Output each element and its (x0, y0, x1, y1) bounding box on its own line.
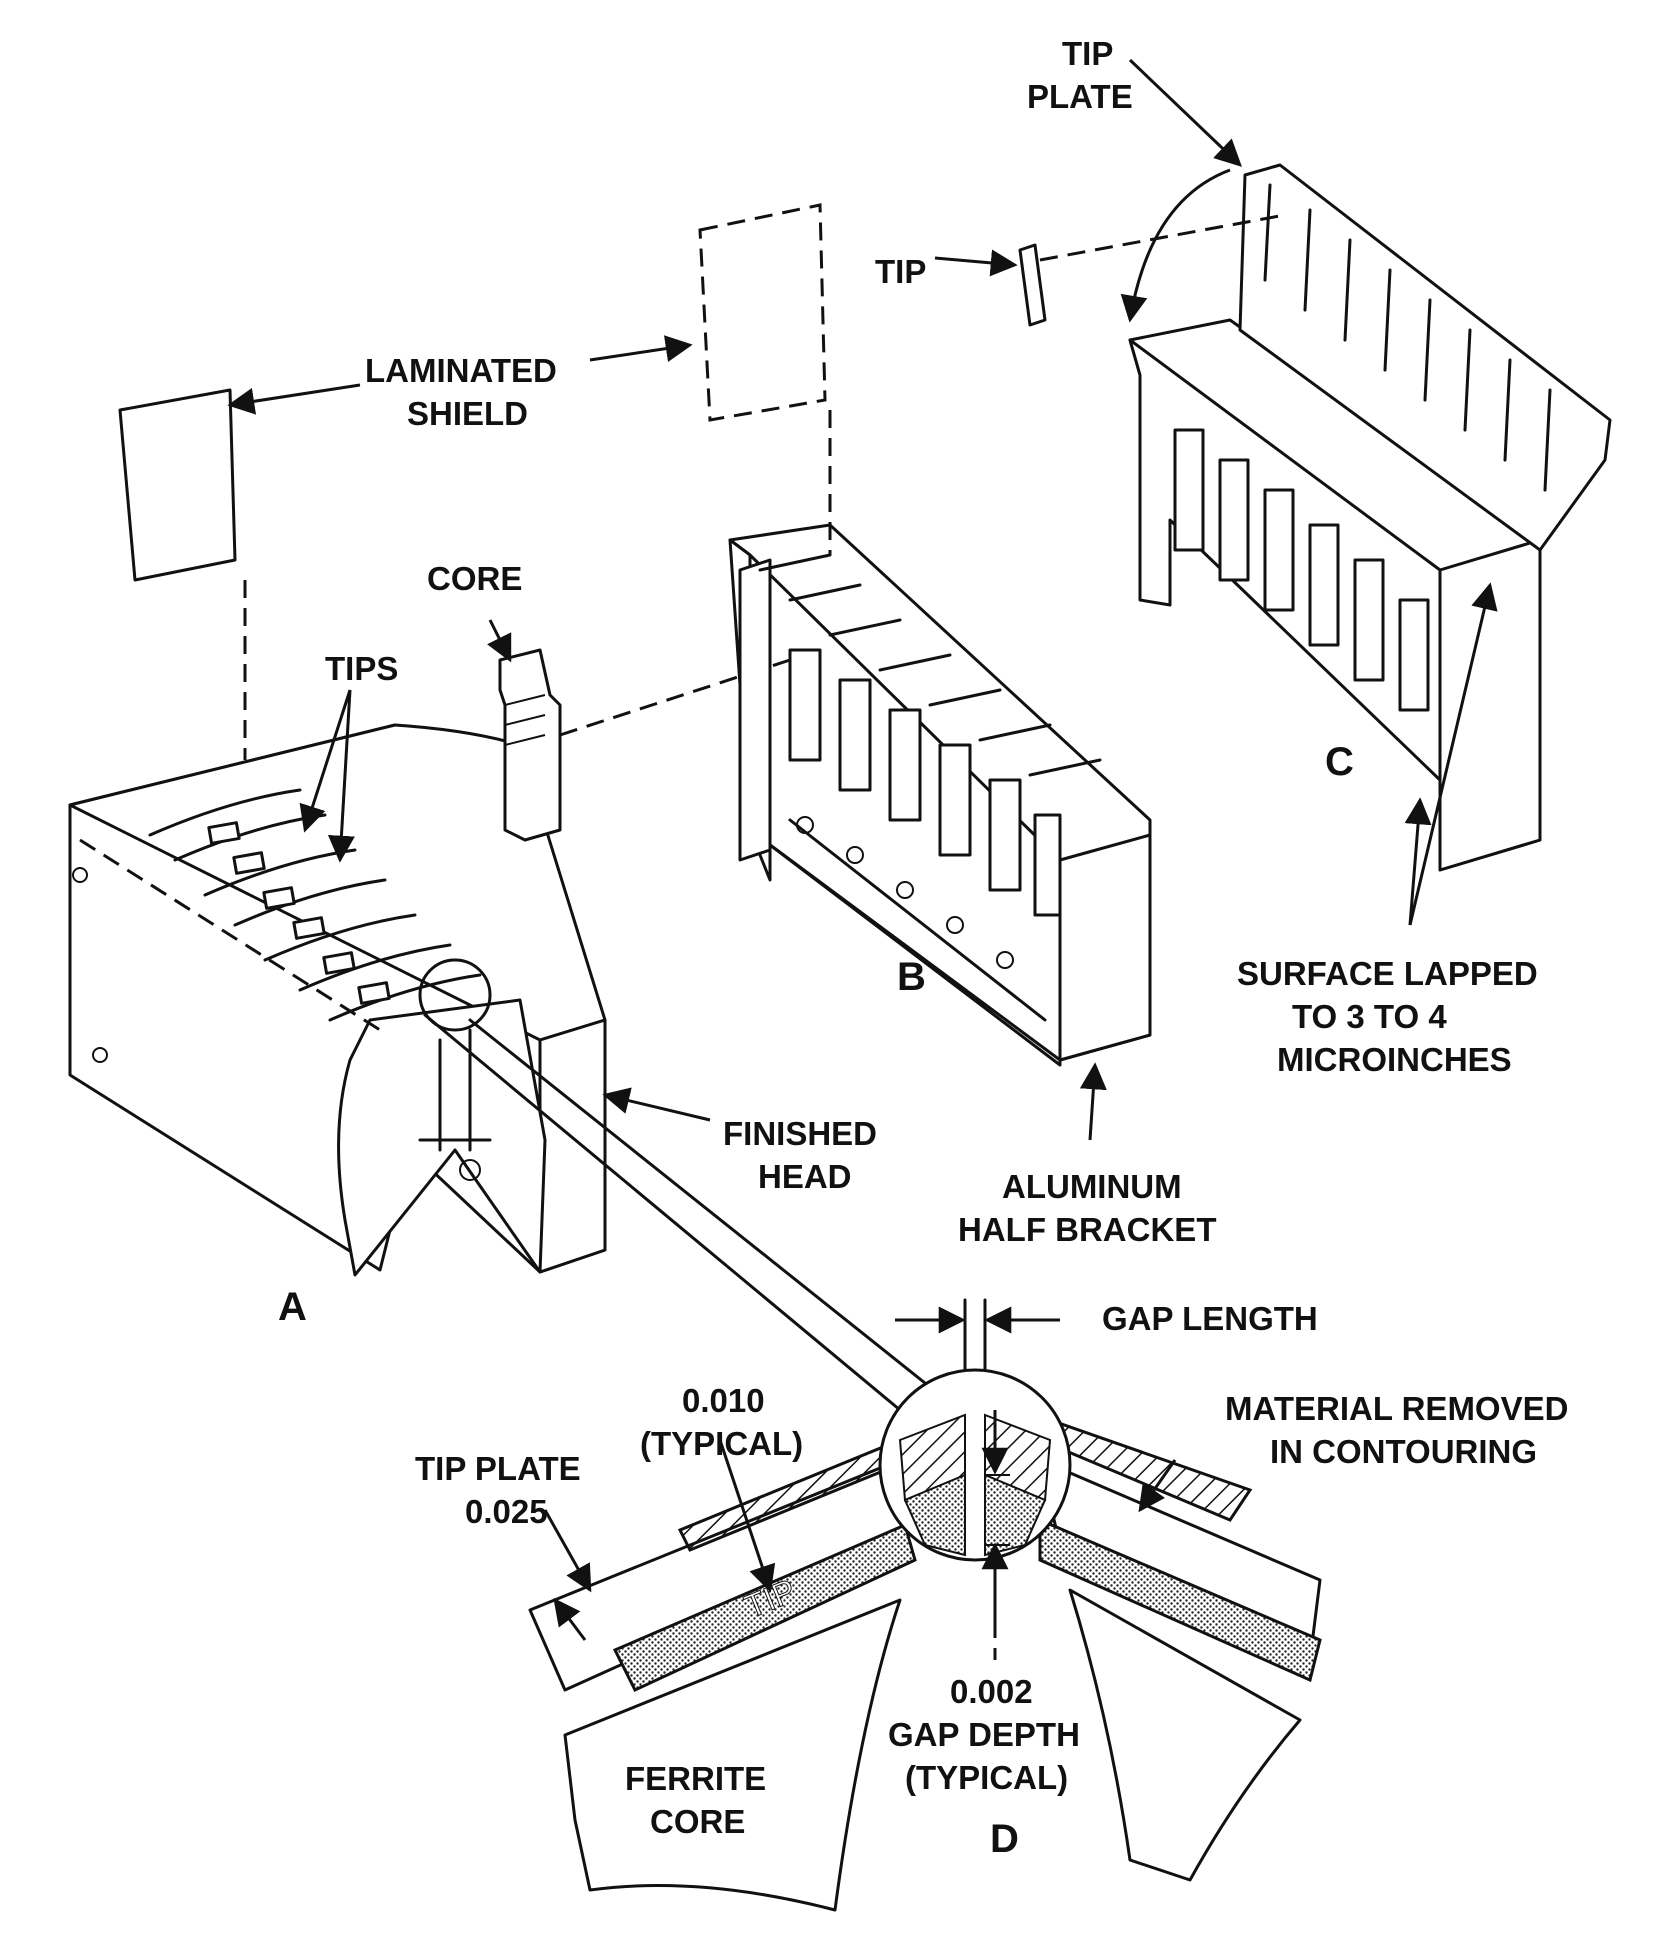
panel-d-label: D (990, 1817, 1019, 1861)
tip-label: TIP (875, 253, 926, 290)
bracket-top-slots (758, 553, 1102, 777)
material-removed-label-1: MATERIAL REMOVED (1225, 1390, 1568, 1427)
tip-plate-top-label-2: PLATE (1027, 78, 1133, 115)
aluminum-half-bracket-b (728, 523, 1152, 1067)
tip-plate-assembly-c (1120, 163, 1612, 872)
core-part (498, 648, 562, 842)
magnifier-circle (418, 958, 492, 1032)
gap-length-label: GAP LENGTH (1102, 1300, 1318, 1337)
shield-label-2: SHIELD (407, 395, 528, 432)
c-core-columns (1173, 428, 1430, 712)
panel-b-label: B (897, 955, 926, 999)
core-label: CORE (427, 560, 522, 597)
tip-plate-top-label-1: TIP (1062, 35, 1113, 72)
text-labels: TIP PLATE TIP LAMINATED SHIELD CORE TIPS… (278, 35, 1568, 1861)
finished-head-a (68, 723, 942, 1412)
bracket-core-columns (788, 648, 1062, 969)
surface-lapped-label-2: TO 3 TO 4 (1292, 998, 1447, 1035)
panel-c-label: C (1325, 740, 1354, 784)
gap-depth-label-2: GAP DEPTH (888, 1716, 1080, 1753)
laminated-shield-b-outline (698, 203, 827, 422)
typical-0010-label-2: (TYPICAL) (640, 1425, 803, 1462)
leader-to-detail-d (423, 1013, 902, 1412)
tip-plate-fingers (1263, 183, 1552, 492)
tip-plate-0025-label-1: TIP PLATE (415, 1450, 581, 1487)
gap-depth-label-1: 0.002 (950, 1673, 1033, 1710)
gap-depth-label-3: (TYPICAL) (905, 1759, 1068, 1796)
ferrite-core-right (1068, 1588, 1302, 1882)
aluminum-label-1: ALUMINUM (1002, 1168, 1182, 1205)
head-label-2: HEAD (758, 1158, 852, 1195)
core-label-2: CORE (650, 1803, 745, 1840)
ferrite-label-1: FERRITE (625, 1760, 766, 1797)
panel-a-label: A (278, 1285, 307, 1329)
surface-lapped-label-1: SURFACE LAPPED (1237, 955, 1538, 992)
tip-part (1018, 243, 1047, 327)
typical-0010-label-1: 0.010 (682, 1382, 765, 1419)
tips-label: TIPS (325, 650, 398, 687)
fold-arrow (1120, 168, 1231, 323)
tip-plate-lid (1238, 163, 1612, 552)
finished-label-1: FINISHED (723, 1115, 877, 1152)
material-removed-label-2: IN CONTOURING (1270, 1433, 1537, 1470)
laminated-label-1: LAMINATED (365, 352, 557, 389)
surface-lapped-label-3: MICROINCHES (1277, 1041, 1512, 1078)
leader-arrows (227, 58, 1498, 1641)
tip-plate-0025-label-2: 0.025 (465, 1493, 548, 1530)
laminated-shield-a (118, 388, 237, 582)
half-bracket-label-2: HALF BRACKET (958, 1211, 1216, 1248)
ferrite-core-left (563, 1598, 902, 1912)
gap-detail-d: TIP (528, 1298, 1322, 1912)
